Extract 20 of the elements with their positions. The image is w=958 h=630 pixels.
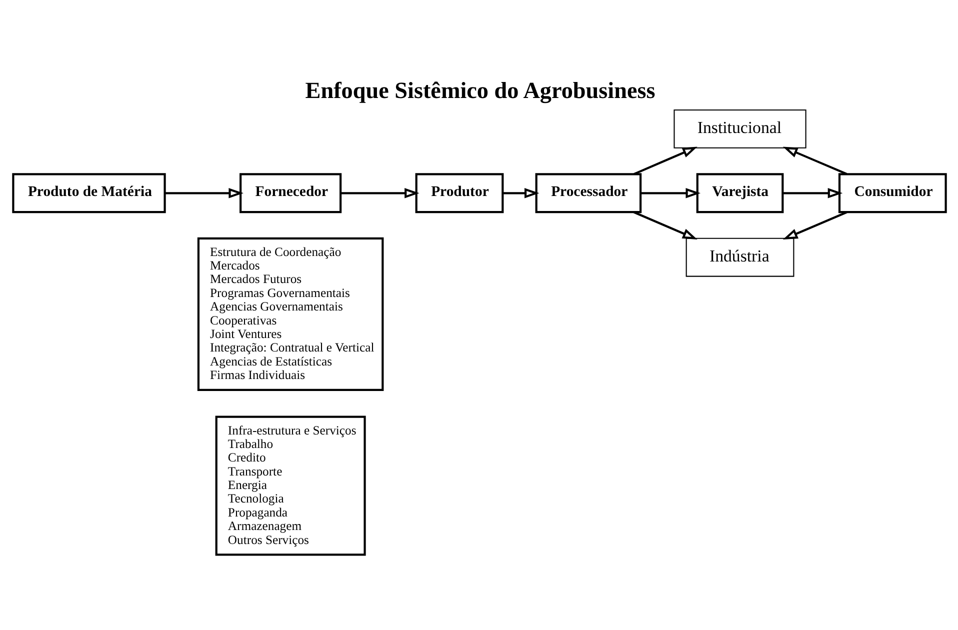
arrow	[502, 187, 539, 198]
diagram-title: Enfoque Sistêmico do Agrobusiness	[304, 77, 655, 104]
node-box: Fornecedor	[239, 172, 342, 213]
node-box: Indústria	[685, 237, 794, 276]
arrow	[633, 146, 697, 175]
node-box: Consumidor	[838, 172, 946, 213]
node-box: Produto de Matéria	[12, 172, 166, 213]
node-box: Varejista	[696, 172, 784, 213]
node-box: Produtor	[414, 172, 504, 213]
node-box: Infra-estrutura e Serviços Trabalho Credito Transporte Energia Tecnologia Propaganda Armazenagem Outros Serviços	[214, 415, 366, 556]
arrow	[633, 210, 697, 239]
node-box: Estrutura de Coordenação Mercados Mercados Futuros Programas Governamentais Agencias Governamentais Cooperativas Joint Ventures Integração: Contratual e Vertical Agencias de Estatísticas Firmas Individuais	[196, 236, 384, 391]
arrow	[164, 187, 243, 198]
arrow	[782, 187, 842, 198]
node-box: Institucional	[673, 108, 806, 148]
arrow	[782, 146, 847, 174]
node-box: Processador	[534, 172, 642, 213]
arrow	[640, 187, 700, 198]
arrow	[782, 210, 847, 239]
arrow	[340, 187, 419, 198]
